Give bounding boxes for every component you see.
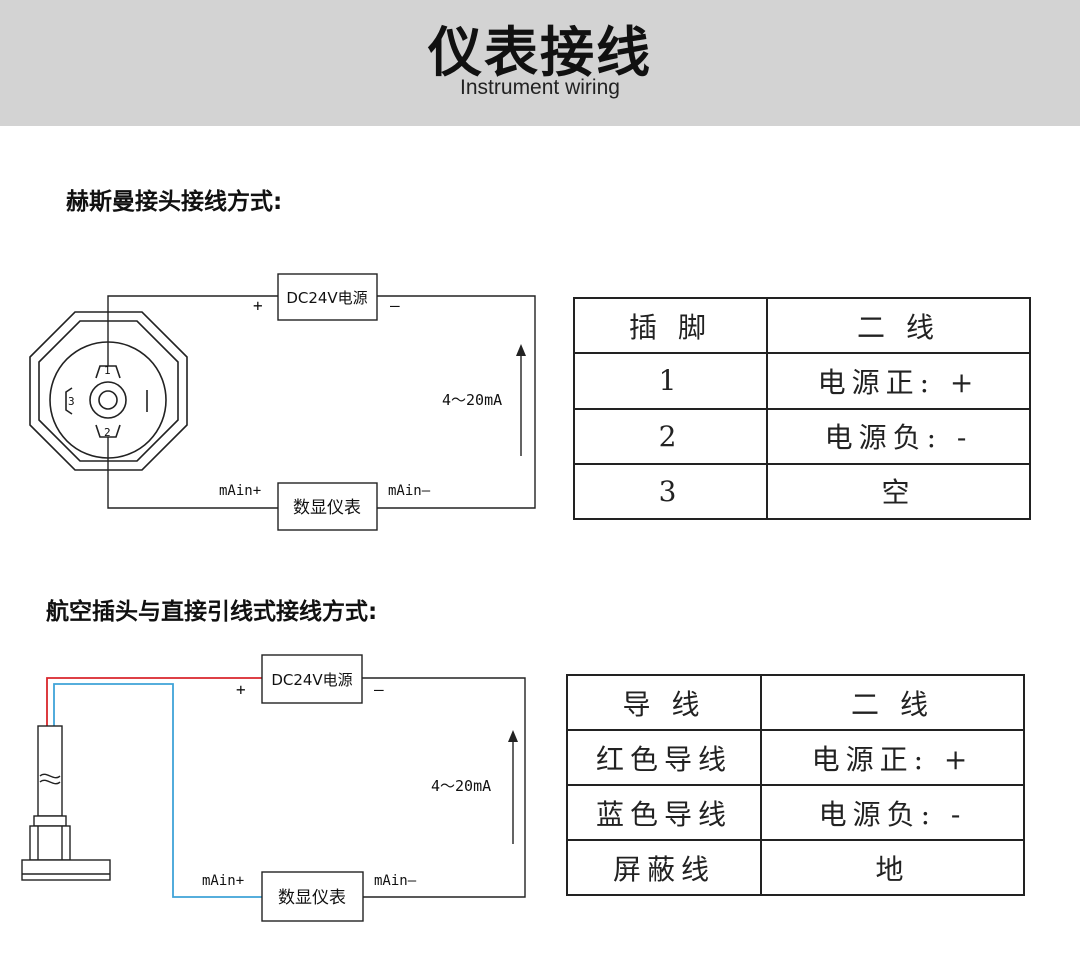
hirschmann-pin-table: 插 脚 二 线 1 电源正: + 2 电源负: - 3 空 bbox=[573, 296, 1031, 521]
aviation-wire-table: 导 线 二 线 红色导线 电源正: + 蓝色导线 电源负: - 屏蔽线 地 bbox=[566, 674, 1025, 896]
hirschmann-wires bbox=[107, 295, 536, 509]
aviation-sensor bbox=[21, 725, 111, 881]
power-plus-label: + bbox=[253, 296, 263, 315]
table-cell: 电源正: + bbox=[760, 729, 1025, 786]
table-cell: 蓝色导线 bbox=[566, 784, 762, 841]
table-row: 屏蔽线 地 bbox=[566, 839, 1025, 896]
main-minus-label: mAin– bbox=[374, 873, 417, 889]
table-row: 2 电源负: - bbox=[573, 407, 1031, 465]
current-arrow-head bbox=[516, 344, 526, 356]
header-banner: 仪表接线 Instrument wiring bbox=[0, 0, 1080, 126]
current-label: 4～20mA bbox=[431, 777, 491, 795]
aviation-wiring-diagram: DC24V电源 + – 数显仪表 mAin+ mAin– 4～20mA bbox=[21, 654, 526, 922]
table-row: 3 空 bbox=[573, 462, 1031, 521]
power-box bbox=[277, 273, 378, 321]
return-wire bbox=[362, 677, 526, 898]
hirschmann-wiring-diagram: 1 2 3 DC24V电源 + – 数显仪表 mAin+ mAin– 4～20m… bbox=[29, 273, 536, 531]
table-cell: 空 bbox=[766, 462, 1031, 521]
current-label: 4～20mA bbox=[442, 391, 502, 409]
main-minus-label: mAin– bbox=[388, 483, 431, 499]
table-header-cell: 二 线 bbox=[760, 674, 1025, 731]
table-row: 1 电源正: + bbox=[573, 352, 1031, 410]
red-wire bbox=[46, 677, 262, 730]
pin-1-label: 1 bbox=[104, 364, 111, 377]
display-label: 数显仪表 bbox=[293, 498, 361, 518]
table-header-row: 导 线 二 线 bbox=[566, 674, 1025, 731]
table-cell: 地 bbox=[760, 839, 1025, 896]
power-minus-label: – bbox=[390, 296, 400, 315]
power-label: DC24V电源 bbox=[271, 671, 352, 689]
display-label: 数显仪表 bbox=[278, 888, 346, 908]
power-box bbox=[261, 654, 363, 704]
table-row: 蓝色导线 电源负: - bbox=[566, 784, 1025, 841]
current-arrow-head bbox=[508, 730, 518, 742]
power-minus-label: – bbox=[374, 680, 384, 699]
main-plus-label: mAin+ bbox=[202, 873, 244, 889]
table-header-cell: 导 线 bbox=[566, 674, 762, 731]
table-cell: 3 bbox=[573, 462, 768, 521]
section1-title: 赫斯曼接头接线方式: bbox=[66, 189, 283, 215]
display-box bbox=[261, 871, 364, 922]
power-plus-label: + bbox=[236, 680, 246, 699]
table-row: 红色导线 电源正: + bbox=[566, 729, 1025, 786]
table-cell: 电源正: + bbox=[766, 352, 1031, 410]
main-plus-label: mAin+ bbox=[219, 483, 261, 499]
blue-wire bbox=[53, 683, 262, 898]
page-title: 仪表接线 bbox=[428, 21, 652, 84]
pin-3-label: 3 bbox=[68, 395, 75, 408]
table-cell: 红色导线 bbox=[566, 729, 762, 786]
table-cell: 2 bbox=[573, 407, 768, 465]
section2-title: 航空插头与直接引线式接线方式: bbox=[46, 599, 378, 625]
table-cell: 1 bbox=[573, 352, 768, 410]
table-header-cell: 插 脚 bbox=[573, 296, 768, 355]
table-cell: 电源负: - bbox=[760, 784, 1025, 841]
table-cell: 电源负: - bbox=[766, 407, 1031, 465]
table-header-cell: 二 线 bbox=[766, 296, 1031, 355]
display-box bbox=[277, 482, 378, 531]
table-cell: 屏蔽线 bbox=[566, 839, 762, 896]
table-header-row: 插 脚 二 线 bbox=[573, 296, 1031, 355]
page-subtitle: Instrument wiring bbox=[460, 76, 620, 99]
pin-2-label: 2 bbox=[104, 426, 111, 439]
power-label: DC24V电源 bbox=[286, 289, 367, 307]
